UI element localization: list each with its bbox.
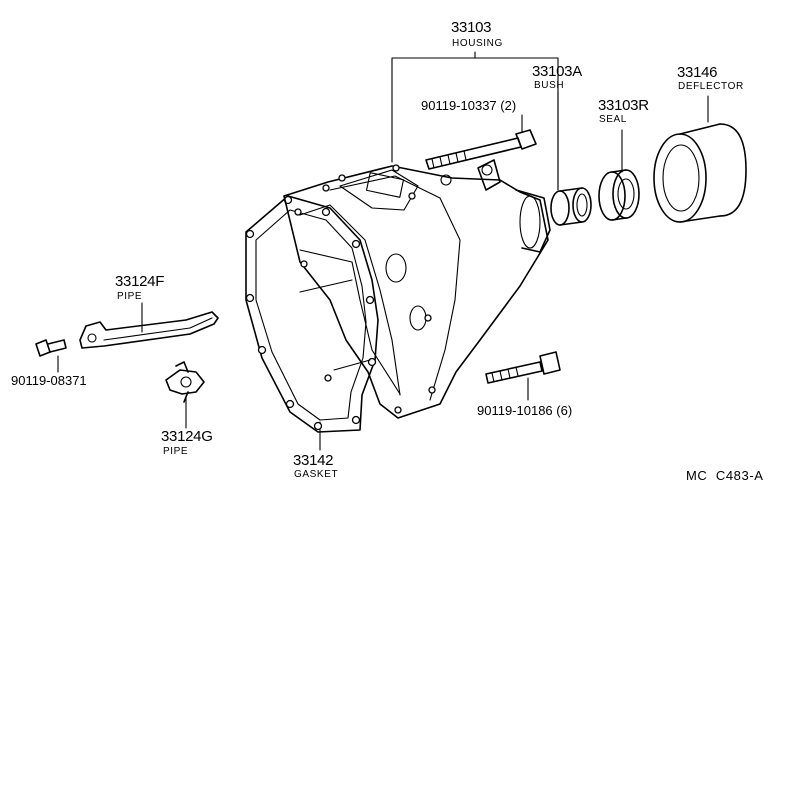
diagram-code: MC C483-A — [686, 468, 764, 483]
gasket-outline — [245, 195, 379, 433]
seal-part-number: 33103R — [598, 97, 649, 114]
bolt-left-drawing — [35, 339, 67, 357]
bolt-bottom-drawing — [485, 351, 561, 384]
pipe-f-part-number: 33124F — [115, 273, 165, 290]
bush-drawing — [550, 187, 592, 226]
bolt-left-part-number: 90119-08371 — [11, 373, 87, 388]
bush-part-number: 33103A — [532, 63, 582, 80]
deflector-part-number: 33146 — [677, 64, 718, 81]
housing-label: HOUSING — [452, 38, 503, 49]
pipe-g-part-number: 33124G — [161, 428, 213, 445]
seal-drawing — [598, 169, 640, 221]
bush-label: BUSH — [534, 80, 565, 91]
deflector-drawing — [653, 123, 747, 223]
gasket-part-number: 33142 — [293, 452, 334, 469]
gasket-label: GASKET — [294, 469, 339, 480]
housing-body — [283, 159, 551, 419]
bolt-top-part-number: 90119-10337 (2) — [421, 98, 517, 113]
bolt-bottom-part-number: 90119-10186 (6) — [477, 403, 573, 418]
pipe-f-label: PIPE — [117, 291, 143, 302]
seal-label: SEAL — [599, 114, 627, 125]
pipe-f-drawing — [79, 311, 219, 349]
bolt-top-drawing — [425, 129, 537, 170]
deflector-label: DEFLECTOR — [678, 81, 744, 92]
housing-part-number: 33103 — [451, 19, 492, 36]
pipe-g-label: PIPE — [163, 446, 189, 457]
pipe-g-drawing — [165, 361, 205, 403]
